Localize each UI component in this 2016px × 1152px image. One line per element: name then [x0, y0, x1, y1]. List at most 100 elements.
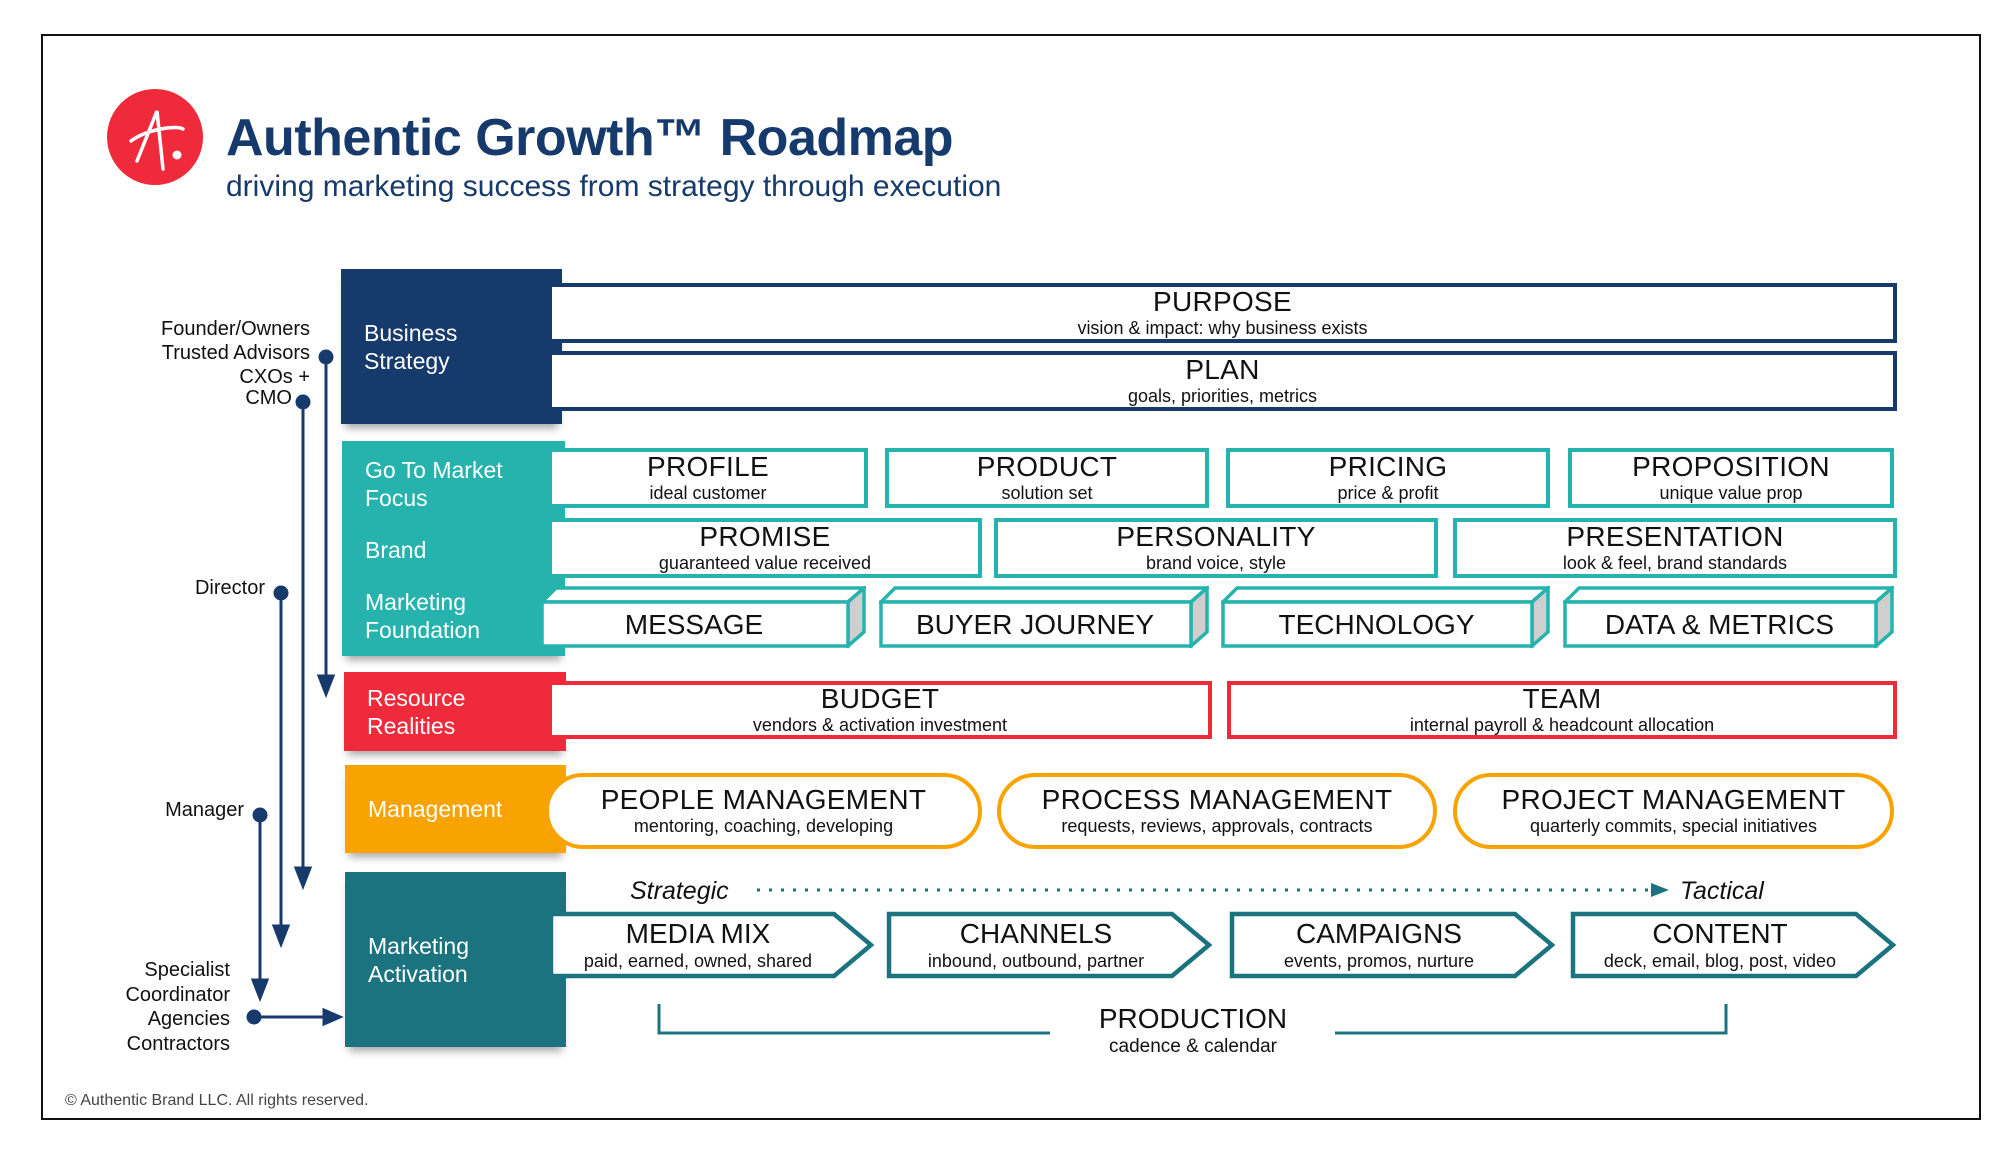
role-coordinator: Coordinator — [125, 984, 230, 1006]
3d-box-shape — [1221, 586, 1550, 648]
role-manager: Manager — [165, 799, 244, 821]
role-specialist: Specialist — [144, 959, 230, 981]
layer-management: Management — [345, 765, 566, 853]
page-title: Authentic Growth™ Roadmap — [226, 109, 954, 167]
box-title: TECHNOLOGY — [1278, 609, 1475, 640]
box-subtitle: mentoring, coaching, developing — [633, 816, 894, 836]
chevron-shape — [548, 911, 874, 979]
box-subtitle: unique value prop — [1659, 483, 1803, 503]
layer-label: Business — [364, 319, 458, 346]
production-bracket — [657, 1004, 1728, 1035]
box-title: PERSONALITY — [1116, 521, 1316, 552]
layer-marketing-activation: Marketing Activation — [345, 872, 566, 1047]
role-cmo: CMO — [245, 387, 292, 409]
box-subtitle: events, promos, nurture — [1283, 951, 1475, 971]
layer-label: Brand — [365, 537, 427, 563]
box-subtitle: internal payroll & headcount allocation — [1409, 715, 1715, 735]
box-subtitle: goals, priorities, metrics — [1127, 386, 1318, 406]
foundation-box-data-metrics: DATA & METRICS — [1563, 586, 1894, 648]
tactical-label: Tactical — [1680, 877, 1764, 905]
role-arrows — [246, 349, 344, 1027]
box-text: BUYER JOURNEY — [879, 594, 1191, 656]
3d-box-shape — [879, 586, 1209, 648]
production-title: PRODUCTION — [1098, 1003, 1288, 1034]
box-text: MESSAGE — [540, 594, 848, 656]
layer-label: Strategy — [364, 347, 450, 374]
layer-business-strategy: Business Strategy — [341, 269, 562, 424]
role-founder: Founder/Owners — [161, 318, 310, 340]
role-agencies: Agencies — [147, 1008, 230, 1030]
production-subtitle: cadence & calendar — [1109, 1036, 1277, 1057]
layer-label: Activation — [368, 960, 468, 987]
box-title: CONTENT — [1652, 918, 1788, 949]
box-title: BUDGET — [820, 683, 940, 714]
box-title: MESSAGE — [624, 609, 764, 640]
role-cxos: CXOs + — [239, 366, 310, 388]
page-subtitle: driving marketing success from strategy … — [226, 170, 1002, 203]
3d-box-shape — [1563, 586, 1894, 648]
box-text: DATA & METRICS — [1563, 594, 1876, 656]
box-title: PRICING — [1328, 451, 1448, 482]
layer-label: Foundation — [365, 617, 481, 643]
foundation-box-technology: TECHNOLOGY — [1221, 586, 1550, 648]
layer-label: Management — [368, 796, 503, 822]
role-director: Director — [194, 577, 265, 599]
authentic-logo-icon — [107, 89, 203, 185]
layer-label: Marketing — [368, 932, 469, 959]
box-title: BUYER JOURNEY — [915, 609, 1155, 640]
box-title: PROJECT MANAGEMENT — [1501, 784, 1846, 815]
strategic-to-tactical-arrow — [757, 883, 1669, 897]
box-subtitle: price & profit — [1337, 483, 1439, 503]
layer-label: Realities — [367, 712, 456, 739]
layer-label: Marketing — [365, 589, 466, 615]
box-title: CAMPAIGNS — [1296, 918, 1462, 949]
chevron-shape — [1229, 911, 1555, 979]
foundation-box-message: MESSAGE — [540, 586, 866, 648]
role-contractors: Contractors — [126, 1033, 230, 1055]
foundation-box-buyer-journey: BUYER JOURNEY — [879, 586, 1209, 648]
chevron-shape — [1570, 911, 1896, 979]
box-title: MEDIA MIX — [625, 918, 771, 949]
box-subtitle: requests, reviews, approvals, contracts — [1061, 816, 1373, 836]
box-title: PURPOSE — [1152, 286, 1293, 317]
box-subtitle: vendors & activation investment — [752, 715, 1008, 735]
box-subtitle: brand voice, style — [1145, 553, 1287, 573]
layer-label: Go To Market — [365, 457, 503, 483]
layer-resource-realities: Resource Realities — [344, 672, 566, 751]
box-title: PROPOSITION — [1632, 451, 1830, 482]
box-subtitle: ideal customer — [649, 483, 767, 503]
box-title: PEOPLE MANAGEMENT — [600, 784, 927, 815]
box-subtitle: quarterly commits, special initiatives — [1529, 816, 1818, 836]
box-subtitle: guaranteed value received — [658, 553, 872, 573]
box-title: PROCESS MANAGEMENT — [1041, 784, 1393, 815]
layer-label: Focus — [365, 485, 428, 511]
box-subtitle: inbound, outbound, partner — [927, 951, 1145, 971]
slide-frame — [41, 34, 1981, 1120]
layer-go-to-market: Go To Market Focus Brand Marketing Found… — [342, 441, 565, 656]
3d-box-shape — [540, 586, 866, 648]
chevron-shape — [886, 911, 1212, 979]
box-subtitle: solution set — [1001, 483, 1093, 503]
